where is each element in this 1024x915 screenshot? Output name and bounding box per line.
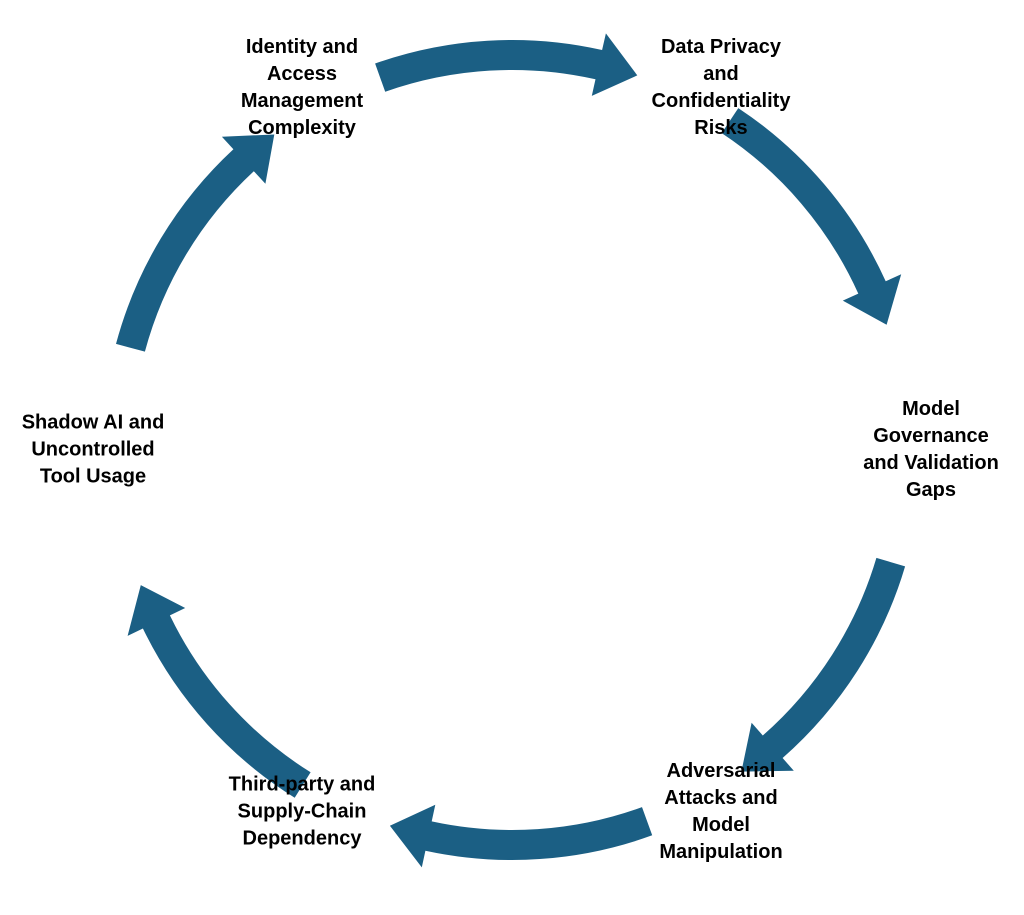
cycle-arrow-adversarial-to-thirdparty [389,804,653,868]
cycle-arrow-shadow-to-identity [116,134,275,352]
node-label-line: and [703,63,739,85]
node-label-line: Uncontrolled [31,438,155,461]
cycle-arrow-governance-to-adversarial [741,557,906,772]
node-label-line: Data Privacy [660,36,782,58]
node-label-line: Dependency [242,827,362,850]
node-label-line: Manipulation [659,841,783,863]
node-label-line: Management [240,90,364,112]
node-label-line: Confidentiality [651,90,791,112]
node-label-line: Complexity [248,117,356,139]
node-label-line: and Validation [863,452,999,474]
cycle-arrow-identity-to-privacy [375,33,638,96]
node-label-line: Risks [694,117,748,139]
cycle-arrow-privacy-to-governance [721,108,902,325]
node-label-line: Access [266,63,338,85]
node-label-line: Adversarial [666,760,776,782]
node-label-line: Supply-Chain [237,800,367,823]
node-label-line: Model [692,814,750,836]
node-label-line: Tool Usage [39,465,147,488]
node-label-line: Shadow AI and [21,411,165,434]
node-label-line: Identity and [245,36,359,58]
node-label-line: Attacks and [664,787,778,809]
node-label-line: Governance [873,425,989,447]
node-label-line: Gaps [905,479,957,501]
node-label-line: Model [902,398,960,420]
node-label-line: Third-party and [228,773,376,796]
cycle-arrow-thirdparty-to-shadow [127,585,311,798]
